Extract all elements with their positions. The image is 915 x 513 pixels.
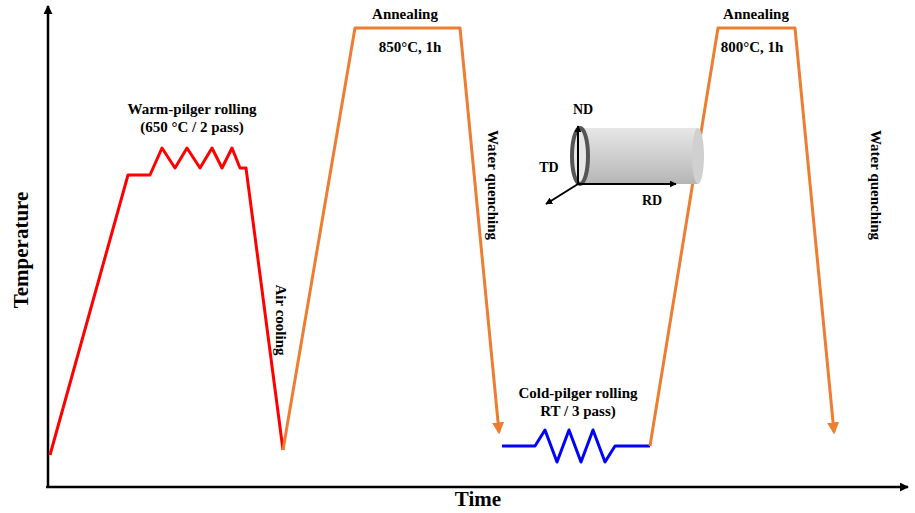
direction-label: ND [573,102,593,119]
direction-label: TD [539,160,558,177]
step-label: Water quenching [484,130,502,240]
step-label: Annealing [723,5,789,23]
annealing-curve [650,28,834,446]
step-label: Air cooling [272,285,290,356]
axis-title: Time [455,487,501,512]
tube-illustration [546,126,704,204]
annealing-curve [283,28,499,450]
step-label: Water quenching [867,130,885,240]
condition-label: 850°C, 1h [379,38,442,56]
temperature-axis [47,6,50,487]
step-label: Warm-pilger rolling (650 °C / 2 pass) [117,100,267,136]
step-label: Annealing [372,5,438,23]
warm-rolling-curve [50,148,283,455]
condition-label: 800°C, 1h [721,38,784,56]
step-label: Cold-pilger rolling RT / 3 pass) [508,384,648,420]
axis-title: Temperature [9,192,34,309]
direction-label: RD [642,193,662,210]
cold-rolling-curve [502,430,650,462]
